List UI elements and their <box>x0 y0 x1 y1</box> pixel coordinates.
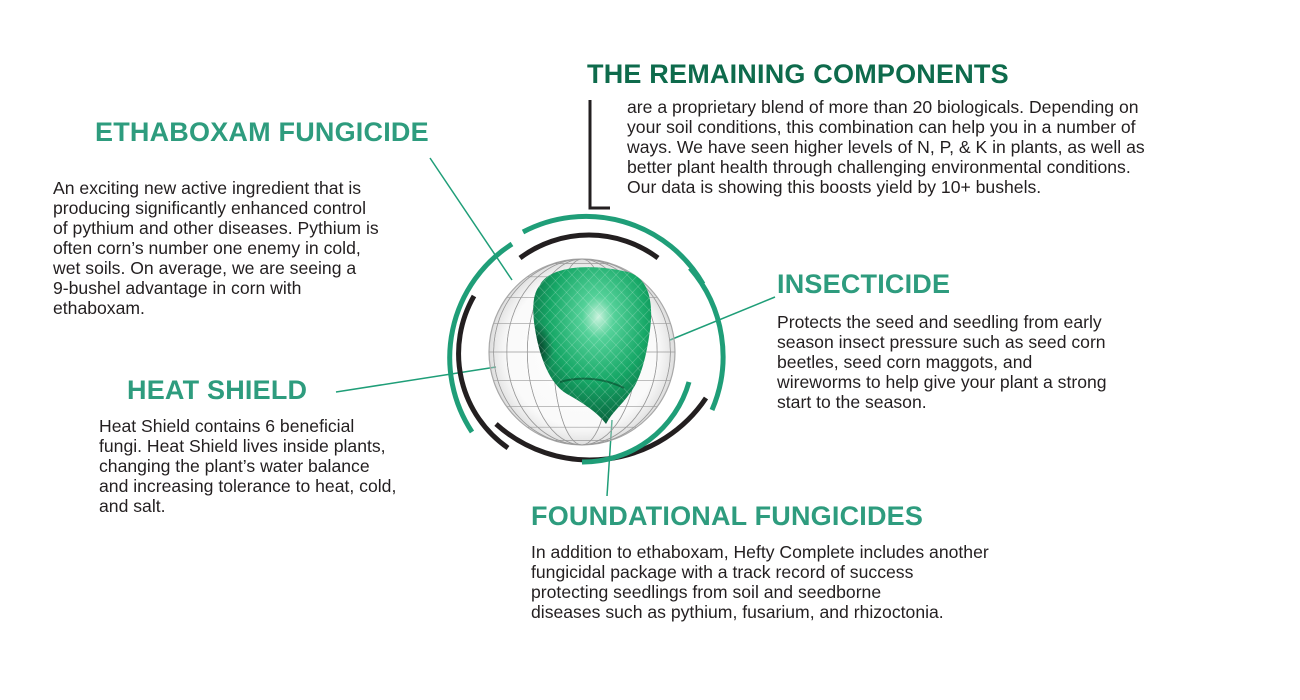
text-line: fungi. Heat Shield lives inside plants, <box>99 436 386 456</box>
text-line: ways. We have seen higher levels of N, P… <box>627 137 1145 157</box>
corn-seed <box>533 267 652 424</box>
text-line: your soil conditions, this combination c… <box>627 117 1136 137</box>
text-line: protecting seedlings from soil and seedb… <box>531 582 882 602</box>
insecticide-title: INSECTICIDE <box>777 269 951 299</box>
text-line: and salt. <box>99 496 166 516</box>
remaining-components-body: are a proprietary blend of more than 20 … <box>627 97 1145 197</box>
text-line: fungicidal package with a track record o… <box>531 562 914 582</box>
text-line: and increasing tolerance to heat, cold, <box>99 476 397 496</box>
connector-remaining <box>588 100 610 210</box>
text-line: producing significantly enhanced control <box>53 198 366 218</box>
orbit-rings <box>447 213 726 465</box>
connector-ethaboxam <box>429 157 513 281</box>
text-line: Our data is showing this boosts yield by… <box>627 177 1042 197</box>
insecticide-body: Protects the seed and seedling from earl… <box>777 312 1107 412</box>
remaining-components-title: THE REMAINING COMPONENTS <box>587 59 1009 89</box>
text-line: start to the season. <box>777 392 927 412</box>
text-line: season insect pressure such as seed corn <box>777 332 1106 352</box>
text-line: often corn’s number one enemy in cold, <box>53 238 361 258</box>
text-line: diseases such as pythium, fusarium, and … <box>531 602 944 622</box>
green-arc-left <box>447 241 514 434</box>
text-line: An exciting new active ingredient that i… <box>53 178 362 198</box>
text-line: wet soils. On average, we are seeing a <box>53 258 357 278</box>
green-arc-right <box>688 266 726 411</box>
connector-insecticide <box>669 296 776 341</box>
dark-arc-top <box>518 232 660 261</box>
text-line: Heat Shield contains 6 beneficial <box>99 416 355 436</box>
ethaboxam-body: An exciting new active ingredient that i… <box>53 178 379 318</box>
text-line: of pythium and other diseases. Pythium i… <box>53 218 379 238</box>
heat-shield-title: HEAT SHIELD <box>127 375 308 405</box>
text-line: Protects the seed and seedling from earl… <box>777 312 1102 332</box>
text-line: better plant health through challenging … <box>627 157 1131 177</box>
text-line: In addition to ethaboxam, Hefty Complete… <box>531 542 989 562</box>
dark-arc-left <box>456 294 510 451</box>
text-line: beetles, seed corn maggots, and <box>777 352 1033 372</box>
green-arc-top <box>521 213 706 286</box>
connector-heat-shield <box>335 366 497 393</box>
foundational-fungicides-body: In addition to ethaboxam, Hefty Complete… <box>531 542 989 622</box>
text-line: ethaboxam. <box>53 298 145 318</box>
text-line: wireworms to help give your plant a stro… <box>777 372 1107 392</box>
green-arc-bottom <box>581 381 692 465</box>
ethaboxam-title: ETHABOXAM FUNGICIDE <box>95 117 429 147</box>
foundational-fungicides-title: FOUNDATIONAL FUNGICIDES <box>531 501 924 531</box>
text-line: are a proprietary blend of more than 20 … <box>627 97 1139 117</box>
heat-shield-body: Heat Shield contains 6 beneficial fungi.… <box>99 416 396 516</box>
text-line: changing the plant’s water balance <box>99 456 370 476</box>
text-line: 9-bushel advantage in corn with <box>53 278 302 298</box>
